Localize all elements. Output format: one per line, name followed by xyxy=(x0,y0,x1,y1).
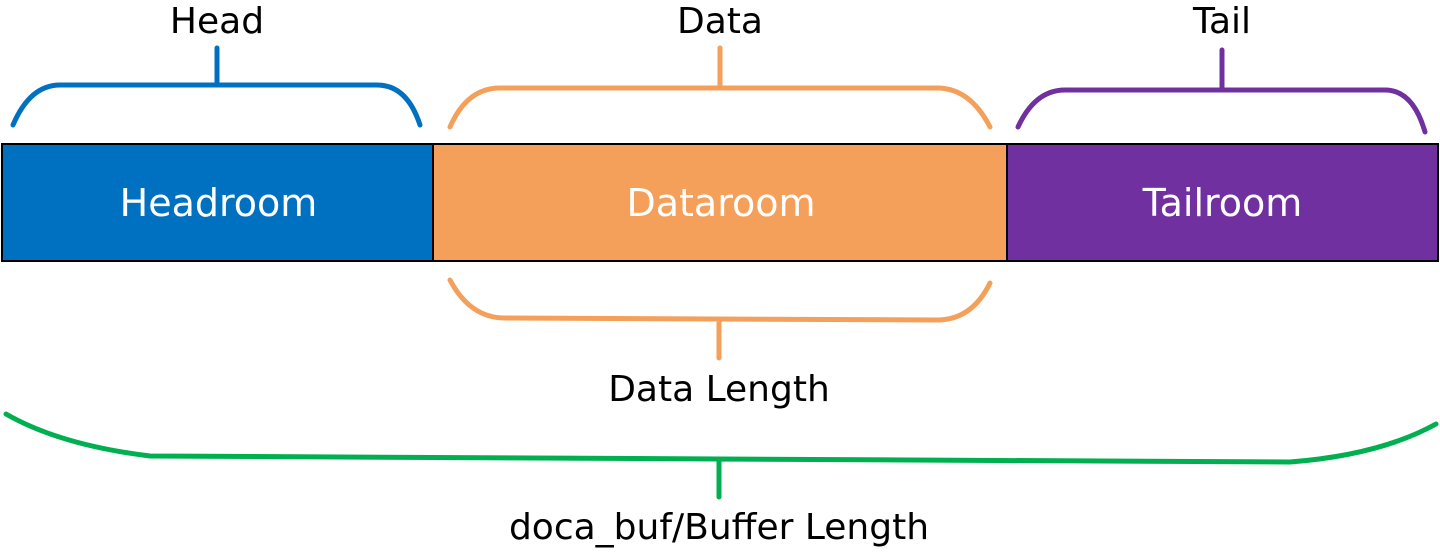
tail-label: Tail xyxy=(1192,1,1252,42)
tailroom-segment: Tailroom xyxy=(1006,143,1439,262)
buffer-length-label: doca_buf/Buffer Length xyxy=(508,507,930,548)
head-brace xyxy=(10,45,423,128)
data-length-brace xyxy=(447,277,993,361)
headroom-label: Headroom xyxy=(119,180,318,225)
tail-brace xyxy=(1015,47,1428,135)
buffer-length-brace xyxy=(3,411,1439,500)
dataroom-label: Dataroom xyxy=(626,180,816,225)
data-label: Data xyxy=(677,1,763,42)
tailroom-label: Tailroom xyxy=(1142,180,1303,225)
data-length-label: Data Length xyxy=(608,369,830,410)
dataroom-segment: Dataroom xyxy=(432,143,1008,262)
data-brace xyxy=(447,45,993,130)
headroom-segment: Headroom xyxy=(1,143,434,262)
head-label: Head xyxy=(169,1,265,42)
